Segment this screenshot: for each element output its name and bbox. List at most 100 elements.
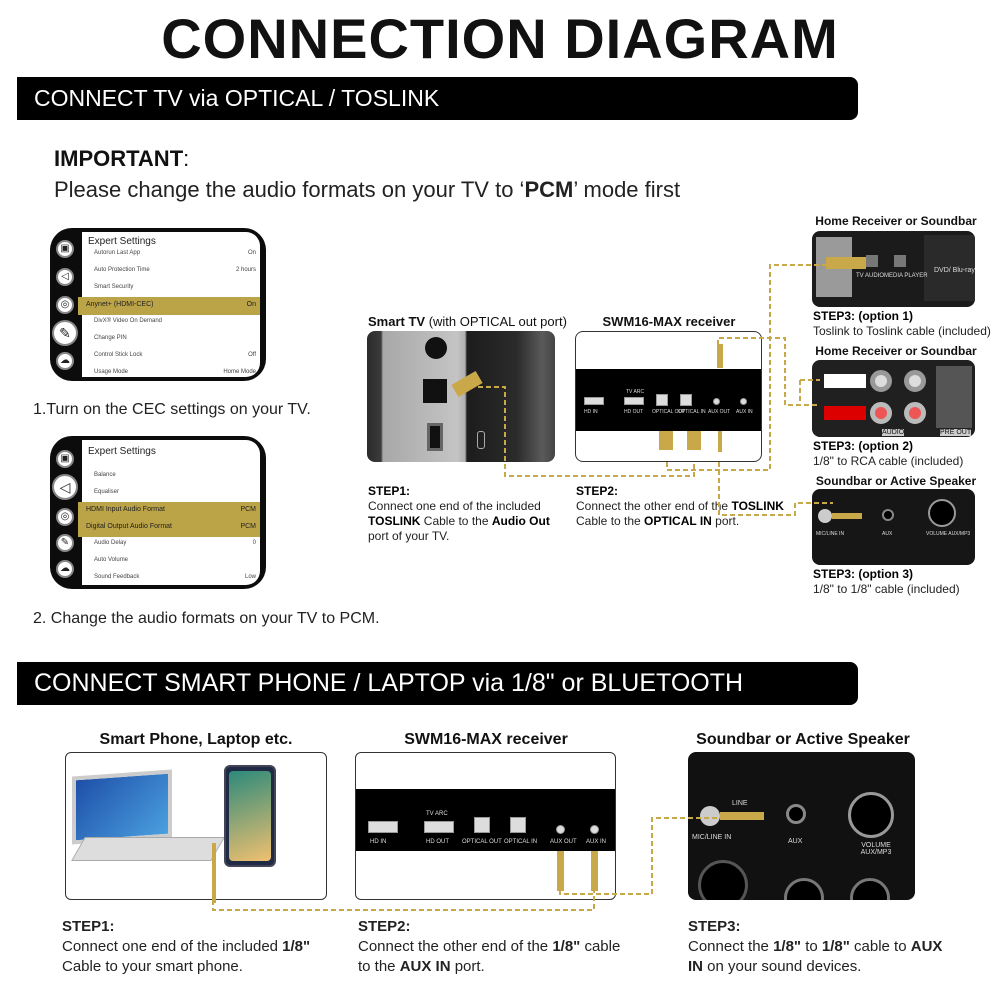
menu-row[interactable]: Change PIN bbox=[82, 331, 260, 347]
text: port. bbox=[711, 514, 740, 528]
menu-title: Expert Settings bbox=[88, 236, 156, 247]
tv-label-bold: Smart TV bbox=[368, 314, 426, 329]
port-label: DVD/ Blu-ray bbox=[934, 267, 975, 274]
port-label: AUDIO bbox=[882, 429, 905, 436]
menu-row[interactable]: Equaliser bbox=[82, 485, 260, 501]
step-title: STEP3: bbox=[688, 918, 741, 935]
text: port of your TV. bbox=[368, 529, 450, 543]
caption-pcm: 2. Change the audio formats on your TV t… bbox=[33, 610, 380, 627]
text: Connect the bbox=[688, 938, 774, 955]
important-post: ’ mode first bbox=[573, 177, 681, 202]
text: TOSLINK bbox=[368, 514, 421, 528]
menu-row-label: Autorun Last App bbox=[94, 250, 141, 256]
receiver-label-2: SWM16-MAX receiver bbox=[404, 731, 568, 748]
menu-row-value: Home Mode bbox=[223, 369, 256, 375]
menu-row[interactable]: Smart Security bbox=[82, 280, 260, 296]
step-desc: 1/8" to RCA cable (included) bbox=[813, 454, 964, 468]
text: Connect the other end of the bbox=[358, 938, 553, 955]
text: to bbox=[801, 938, 822, 955]
port-label: OPTICAL IN bbox=[504, 839, 538, 845]
optical-in-port bbox=[510, 817, 526, 833]
menu-title: Expert Settings bbox=[88, 446, 156, 457]
step2-aux: STEP2:Connect the other end of the 1/8" … bbox=[358, 917, 633, 977]
text: cable to bbox=[849, 938, 911, 955]
aux-plug bbox=[591, 851, 598, 891]
text: 1/8" bbox=[552, 938, 581, 955]
tv-menu-cec: ▣ ◁ ◎ ✎ ☁ Expert Settings Autorun Last A… bbox=[50, 228, 266, 381]
port-label: MEDIA PLAYER bbox=[884, 273, 928, 279]
menu-row[interactable]: DivX® Video On Demand bbox=[82, 314, 260, 330]
optical-out-port bbox=[656, 394, 668, 406]
sound-icon: ◁ bbox=[56, 268, 74, 286]
receiver-label: SWM16-MAX receiver bbox=[602, 314, 736, 329]
hdmi-out-port bbox=[424, 821, 454, 833]
aux-plug bbox=[832, 513, 862, 519]
text: TOSLINK bbox=[731, 499, 784, 513]
wrench-icon: ✎ bbox=[52, 320, 78, 346]
toslink-plug bbox=[451, 370, 483, 398]
hdmi-in-port bbox=[368, 821, 398, 833]
menu-row-value: 2 hours bbox=[235, 267, 256, 273]
option3-step: STEP3: (option 3)1/8" to 1/8" cable (inc… bbox=[813, 567, 960, 597]
text: AUX IN bbox=[688, 938, 943, 975]
picture-icon: ▣ bbox=[56, 240, 74, 258]
menu-row-label: Digital Output Audio Format bbox=[86, 523, 172, 530]
aux-in-port bbox=[590, 825, 599, 834]
menu-row[interactable]: Anynet+ (HDMI-CEC)On bbox=[78, 297, 260, 315]
menu-row[interactable]: Auto Volume bbox=[82, 553, 260, 569]
menu-row-value: 0 bbox=[252, 540, 256, 546]
red-rca-plug bbox=[824, 406, 866, 420]
option2-step: STEP3: (option 2)1/8" to RCA cable (incl… bbox=[813, 439, 963, 469]
menu-row-label: Equaliser bbox=[94, 489, 120, 495]
option2-rca-image: AUDIO PRE OUT bbox=[812, 360, 975, 437]
optical-in-port bbox=[680, 394, 692, 406]
aux-plug bbox=[212, 843, 216, 903]
usb-c-port bbox=[477, 431, 485, 449]
menu-row-value: Low bbox=[244, 574, 256, 580]
aux-plug bbox=[720, 812, 764, 820]
aux-plug bbox=[717, 344, 723, 368]
wrench-icon: ✎ bbox=[56, 534, 74, 552]
laptop-screen bbox=[72, 769, 172, 845]
aux-in-port bbox=[740, 398, 747, 405]
menu-row-value: PCM bbox=[240, 506, 256, 513]
port-label: TV AUDIO bbox=[856, 273, 885, 279]
speaker-image: MIC/LINE IN LINE AUX VOLUME AUX/MP3 bbox=[688, 752, 915, 900]
section-header-bluetooth: CONNECT SMART PHONE / LAPTOP via 1/8" or… bbox=[17, 662, 858, 705]
section-header-optical: CONNECT TV via OPTICAL / TOSLINK bbox=[17, 77, 858, 120]
step-title: STEP1: bbox=[368, 484, 411, 498]
menu-row[interactable]: Balance bbox=[82, 468, 260, 484]
port-label: HD IN bbox=[370, 839, 387, 845]
step-title: STEP3: (option 2) bbox=[813, 439, 913, 453]
important-heading: IMPORTANT: bbox=[54, 146, 189, 172]
colon: : bbox=[183, 146, 190, 171]
port-label: PRE OUT bbox=[940, 429, 972, 436]
receiver-back-panel: HD IN TV ARC HD OUT OPTICAL OUT OPTICAL … bbox=[356, 789, 615, 851]
option3-label: Soundbar or Active Speaker bbox=[815, 474, 977, 488]
broadcast-icon: ◎ bbox=[56, 296, 74, 314]
port-label: MIC/LINE IN bbox=[816, 531, 845, 537]
port-label: HD IN bbox=[584, 409, 598, 415]
text: Cable to the bbox=[576, 514, 645, 528]
receiver-image-2: HD IN TV ARC HD OUT OPTICAL OUT OPTICAL … bbox=[355, 752, 616, 900]
optical-port bbox=[866, 255, 878, 267]
text: Audio Out bbox=[491, 514, 550, 528]
menu-row-label: Balance bbox=[94, 472, 116, 478]
device-label: Smart Phone, Laptop etc. bbox=[99, 731, 293, 748]
option1-label: Home Receiver or Soundbar bbox=[815, 214, 977, 228]
port-label: AUX bbox=[882, 531, 893, 537]
receiver-image: HD IN TV ARC HD OUT OPTICAL OUT OPTICAL … bbox=[575, 331, 762, 462]
headphone-jack bbox=[425, 337, 447, 359]
step-desc: 1/8" to 1/8" cable (included) bbox=[813, 582, 960, 596]
important-pcm: PCM bbox=[524, 177, 574, 202]
port-label: TV ARC bbox=[626, 389, 645, 395]
